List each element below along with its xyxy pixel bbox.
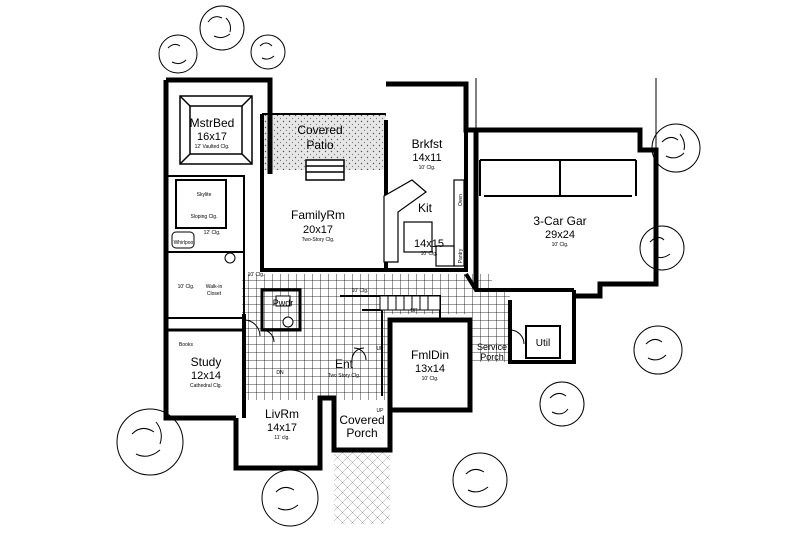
room-patio-name2: Patio: [306, 138, 334, 152]
note-walkin-1: Walk-in: [206, 284, 223, 290]
room-kit-note: 10' Clg.: [421, 251, 438, 257]
room-study-name: Study: [191, 355, 222, 369]
note-bath-clg: 12' Clg.: [204, 230, 221, 236]
note-hall-clg-1: 10' Clg.: [248, 272, 265, 278]
tree-icon: [452, 452, 508, 508]
room-livrm-dims: 14x17: [267, 422, 297, 434]
note-closet-clg: 10' Clg.: [178, 284, 195, 290]
driveway: [475, 78, 657, 150]
room-familyrm-dims: 20x17: [303, 224, 333, 236]
room-familyrm-name: FamilyRm: [291, 208, 345, 222]
toilet-icon: [224, 252, 236, 264]
tree-icon: [539, 381, 585, 427]
note-walkin-2: Closet: [207, 291, 222, 297]
tree-icon: [651, 123, 701, 173]
tree-icon: [158, 34, 198, 74]
room-kit-name: Kit: [418, 201, 433, 215]
room-garage-dims: 29x24: [545, 229, 575, 241]
note-books: Books: [179, 342, 193, 348]
note-up-3: UP: [377, 408, 385, 414]
fireplace-icon: [305, 159, 345, 181]
plan-notes: Skylite Sloping Clg. 12' Clg. Whirlpool …: [174, 192, 464, 414]
service-tile-floor: [470, 290, 510, 362]
tree-icon: [639, 225, 685, 271]
note-pantry: Pantry: [458, 248, 464, 263]
doors: [243, 319, 525, 361]
room-livrm-name: LivRm: [265, 407, 299, 421]
note-hall-clg-2: 10' Clg.: [352, 288, 369, 294]
room-fmldin-name: FmlDin: [411, 348, 449, 362]
tree-icon: [116, 408, 184, 476]
room-ent-name: Ent: [335, 357, 354, 371]
toilet-icon: [282, 316, 294, 328]
staircase: [379, 295, 441, 311]
whirlpool-tub-icon: [171, 231, 195, 249]
room-mstrbed-dims: 16x17: [197, 131, 227, 143]
note-oven: Oven: [458, 194, 464, 206]
room-brkfst-dims: 14x11: [412, 152, 441, 164]
note-dn: DN: [276, 370, 284, 376]
room-study-note: Cathedral Clg.: [190, 383, 222, 389]
room-service-name2: Porch: [480, 352, 504, 362]
note-skylite: Skylite: [197, 192, 212, 198]
room-ent-note: Two Story Clg.: [328, 373, 361, 379]
room-study-dims: 12x14: [191, 370, 221, 382]
room-brkfst-note: 10' Clg.: [419, 165, 436, 171]
room-garage-name: 3-Car Gar: [533, 214, 586, 228]
master-vault: [179, 95, 253, 165]
tree-icon: [199, 5, 245, 51]
room-patio-name1: Covered: [297, 123, 342, 137]
room-mstrbed-name: MstrBed: [190, 116, 235, 130]
gallery-tile-floor: [242, 274, 492, 314]
room-familyrm-note: Two-Story Clg.: [302, 237, 335, 243]
kitchen-counters: [383, 179, 465, 267]
tree-icon: [633, 325, 683, 375]
room-fmldin-note: 10' Clg.: [422, 376, 439, 382]
room-kit-dims: 14x15: [414, 238, 444, 250]
room-service-name1: Service: [477, 342, 507, 352]
tree-icon: [261, 469, 319, 527]
bath-fixtures: [171, 231, 294, 328]
note-up-1: UP: [411, 308, 419, 314]
room-mstrbed-note: 12' Vaulted Clg.: [195, 144, 230, 150]
room-fmldin-dims: 13x14: [415, 363, 445, 375]
room-labels: MstrBed 16x17 12' Vaulted Clg. Covered P…: [190, 116, 587, 441]
room-garage-note: 10' Clg.: [552, 242, 569, 248]
room-util-name: Util: [536, 338, 550, 349]
entry-tile-floor: [244, 314, 390, 400]
room-porch-name1: Covered: [339, 413, 384, 427]
tree-icon: [250, 34, 286, 70]
note-sloping: Sloping Clg.: [191, 214, 218, 220]
note-up-2: UP: [377, 346, 385, 352]
room-porch-name2: Porch: [346, 426, 377, 440]
porch-walk: [334, 450, 390, 524]
room-pwdr-name: Pwdr: [273, 298, 294, 308]
room-livrm-note: 11' clg.: [274, 435, 289, 441]
room-brkfst-name: Brkfst: [412, 137, 443, 151]
note-whirlpool: Whirlpool: [174, 240, 195, 246]
